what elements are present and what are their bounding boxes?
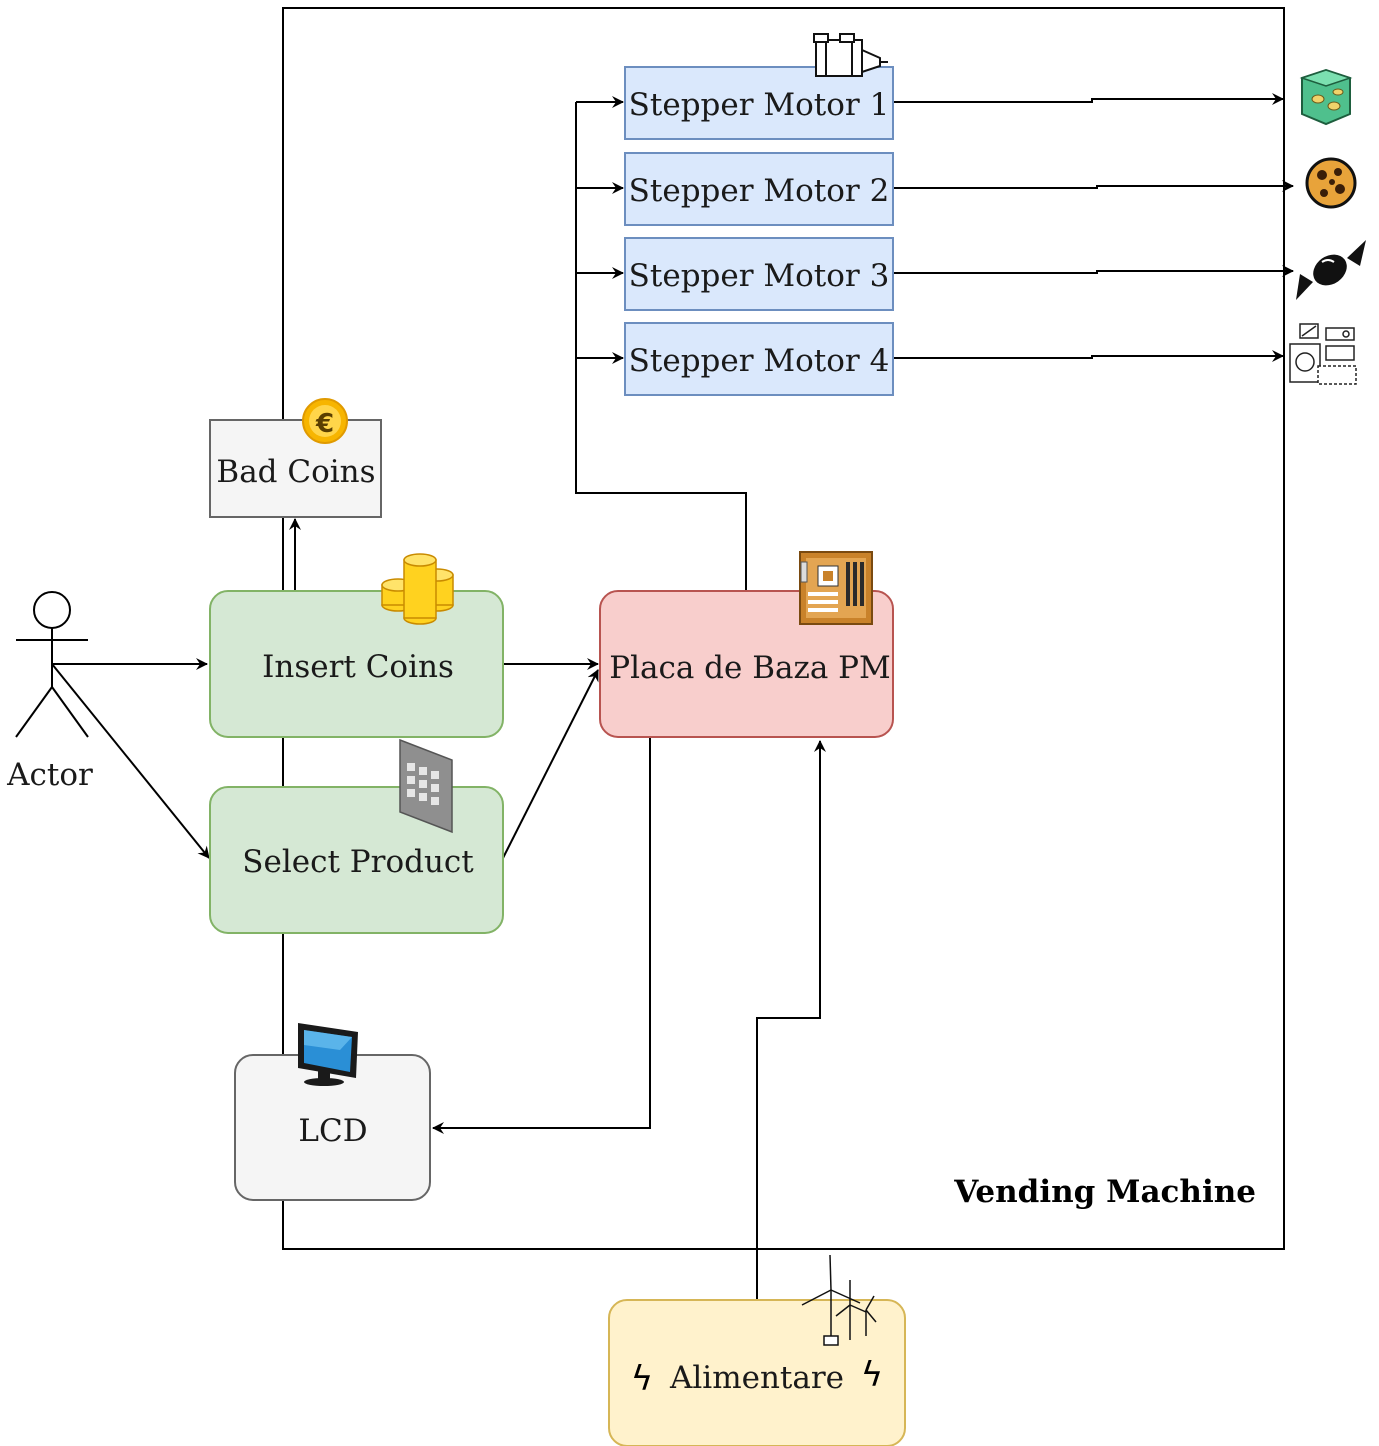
stepper-motor-1: Stepper Motor 1 [624, 66, 894, 140]
stepper-motor-2: Stepper Motor 2 [624, 152, 894, 226]
bad-coins-label: Bad Coins [216, 454, 375, 490]
lcd-label: LCD [298, 1113, 367, 1149]
actor-label: Actor [6, 757, 93, 793]
edge-alimentare-placa [756, 740, 826, 1300]
wind-turbine-icon [801, 1254, 877, 1346]
bolt-left-icon: ϟ [631, 1359, 653, 1399]
cookie-icon [1305, 157, 1357, 209]
edge-placa-bus [575, 102, 747, 590]
stepper-motor-3: Stepper Motor 3 [624, 237, 894, 311]
edge-stepper-4-product [894, 350, 1284, 362]
edge-stepper-3-product [894, 265, 1294, 277]
svg-text:Stepper Motor 3: Stepper Motor 3 [629, 258, 890, 294]
placa-de-baza-box [599, 590, 894, 738]
edge-placa-lcd [432, 738, 651, 1134]
svg-text:Stepper Motor 1: Stepper Motor 1 [629, 87, 890, 123]
motor-icon [813, 33, 888, 77]
edge-actor-select-product [51, 663, 210, 859]
motherboard-icon [799, 551, 873, 625]
documents-icon [1289, 323, 1357, 385]
vending-machine-title: Vending Machine [953, 1174, 1256, 1210]
candy-icon [1296, 240, 1366, 300]
placa-de-baza-label: Placa de Baza PM [609, 650, 891, 686]
monitor-icon [298, 1023, 358, 1086]
bolt-right-icon: ϟ [861, 1355, 883, 1395]
product-box-icon [1299, 68, 1353, 126]
insert-coins-label: Insert Coins [262, 649, 454, 685]
svg-text:Stepper Motor 4: Stepper Motor 4 [629, 343, 890, 379]
stepper-motor-4: Stepper Motor 4 [624, 322, 894, 396]
edges [51, 93, 1294, 1300]
svg-text:€: € [315, 409, 334, 439]
alimentare-label: Alimentare [669, 1360, 844, 1396]
euro-coin-icon: € [302, 398, 348, 444]
keypad-icon [399, 738, 453, 834]
edge-select-placa [502, 669, 599, 859]
actor-figure [15, 591, 89, 738]
select-product-label: Select Product [242, 844, 474, 880]
edge-stepper-1-product [894, 93, 1284, 105]
coin-stack-icon [381, 553, 454, 625]
svg-text:Stepper Motor 2: Stepper Motor 2 [629, 173, 890, 209]
bad-coins-box [209, 419, 382, 518]
edge-stepper-2-product [894, 180, 1294, 192]
insert-coins-box [209, 590, 504, 738]
